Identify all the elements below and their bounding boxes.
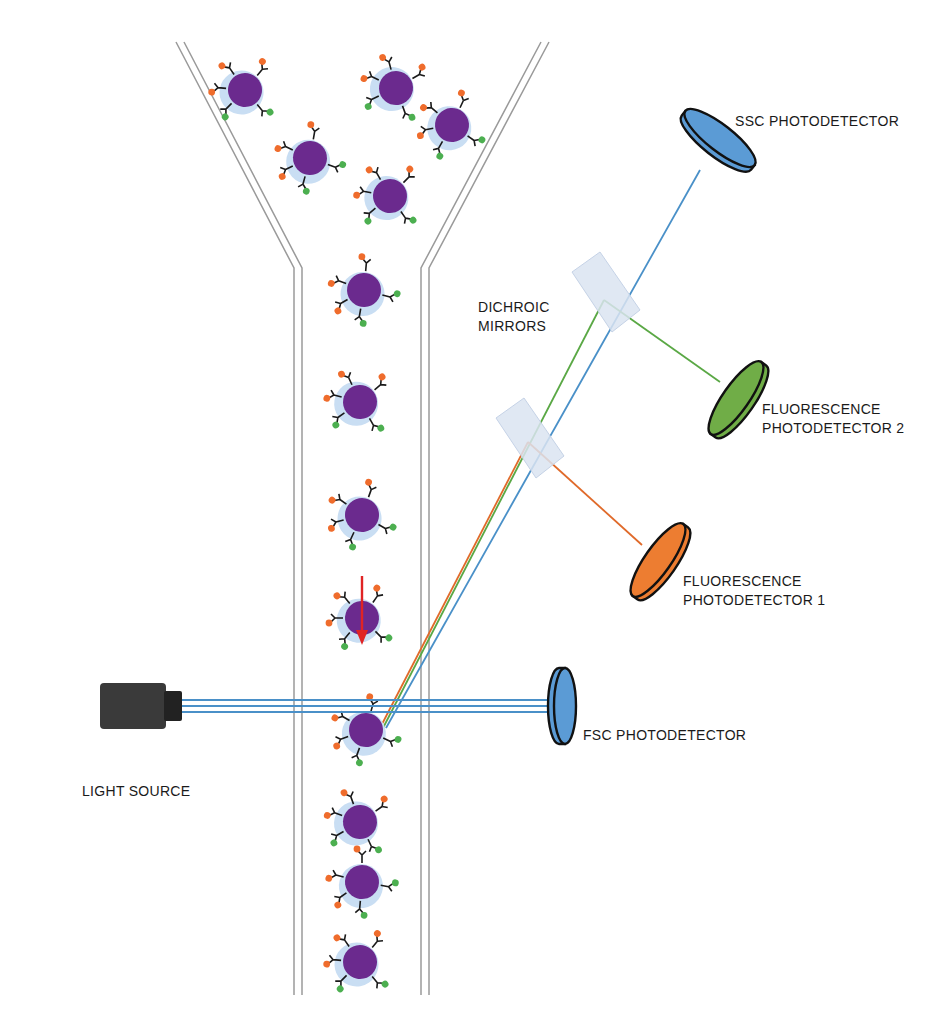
part-label: DICHROIC MIRRORS	[478, 298, 573, 336]
dichroic-mirrors	[496, 252, 640, 478]
flow-arrow	[356, 576, 368, 645]
detector-label: LIGHT SOURCE	[82, 782, 190, 801]
fluorescence-photodetector: FLUORESCENCE PHOTODETECTOR 2	[690, 350, 786, 446]
ssc-photodetector: SSC PHOTODETECTOR	[672, 92, 768, 188]
ssc-photodetector-shape	[672, 92, 768, 188]
detector-label: FLUORESCENCE PHOTODETECTOR 1	[683, 572, 838, 610]
flow-channel	[176, 42, 549, 995]
emitted-light-beams	[380, 170, 720, 728]
light-beam	[182, 700, 547, 712]
light-source: LIGHT SOURCE	[100, 683, 182, 729]
fluorescence-photodetector: FLUORESCENCE PHOTODETECTOR 1	[612, 512, 708, 608]
light-source-shape	[100, 683, 182, 729]
detector-label: FLUORESCENCE PHOTODETECTOR 2	[762, 400, 917, 438]
fsc-photodetector-shape	[543, 664, 583, 748]
detector-label: FSC PHOTODETECTOR	[583, 726, 746, 745]
cells	[203, 39, 488, 1002]
detector-label: SSC PHOTODETECTOR	[735, 112, 899, 131]
fsc-photodetector: FSC PHOTODETECTOR	[543, 664, 583, 748]
